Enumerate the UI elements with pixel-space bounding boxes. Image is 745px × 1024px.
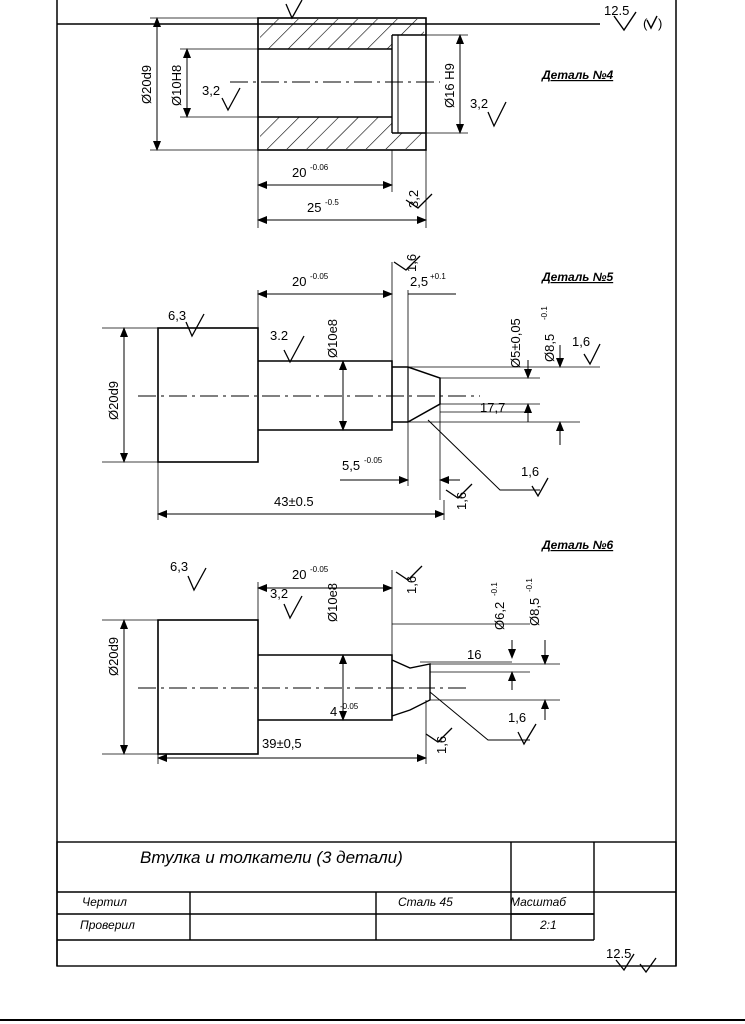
title-block-material: Сталь 45 bbox=[398, 895, 453, 909]
corner-roughness-label: 12.5 bbox=[604, 3, 629, 18]
part-5-len-step-tol: +0.1 bbox=[430, 272, 446, 281]
title-block-title: Втулка и толкатели (3 детали) bbox=[140, 848, 403, 867]
part-4-dia-counterbore: Ø16 H9 bbox=[442, 63, 457, 108]
title-block-drawn-label: Чертил bbox=[82, 895, 127, 909]
part-6-rough-top: 1,6 bbox=[404, 576, 419, 594]
part-5-dia-shank: Ø10e8 bbox=[325, 319, 340, 358]
part-5-len-small: 5,5 bbox=[342, 458, 360, 473]
title-block bbox=[56, 841, 677, 967]
svg-text:): ) bbox=[658, 16, 662, 31]
part-4-len-total: 25 bbox=[307, 200, 321, 215]
part-6-title: Деталь №6 bbox=[541, 538, 614, 552]
part-6-dia-tip-tol: -0.1 bbox=[490, 582, 499, 596]
part-5-rough-top: 1,6 bbox=[404, 254, 419, 272]
part-6-drawing: Деталь №6 Ø20d9 Ø10e8 6,3 3,2 20 -0.05 1 bbox=[102, 538, 614, 764]
part-6-angle: 16 bbox=[467, 647, 481, 662]
part-5-rough-right: 1,6 bbox=[572, 334, 590, 349]
part-4-len-bore: 20 bbox=[292, 165, 306, 180]
part-4-title: Деталь №4 bbox=[541, 68, 614, 82]
part-4-dia-outer: Ø20d9 bbox=[139, 65, 154, 104]
part-5-rough-head: 6,3 bbox=[168, 308, 186, 323]
title-block-checked-label: Проверил bbox=[80, 918, 135, 932]
part-4-dia-bore: Ø10H8 bbox=[169, 65, 184, 106]
part-4-rough-right: 3,2 bbox=[470, 96, 488, 111]
part-5-drawing: Деталь №5 Ø20d9 Ø10e8 6,3 3.2 20 -0.05 bbox=[102, 254, 614, 520]
part-6-dia-cone: Ø8,5 bbox=[527, 598, 542, 626]
title-block-scale-value: 2:1 bbox=[539, 918, 557, 932]
part-5-rough-shank: 3.2 bbox=[270, 328, 288, 343]
corner-roughness-symbol: 12.5 ( ) bbox=[604, 3, 662, 32]
part-6-rough-bottom: 1,6 bbox=[434, 736, 449, 754]
part-4-rough-face: 3,2 bbox=[406, 190, 421, 208]
part-5-rough-cone: 1,6 bbox=[521, 464, 539, 479]
part-6-rough-cone: 1,6 bbox=[508, 710, 526, 725]
part-5-len-small-tol: -0.05 bbox=[364, 456, 383, 465]
part-5-rough-bottom: 1,6 bbox=[454, 492, 469, 510]
svg-text:(: ( bbox=[643, 16, 648, 31]
part-6-len-small: 4 bbox=[330, 704, 337, 719]
part-4-drawing: Деталь №4 Ø20d9 Ø10H8 3,2 Ø16 bbox=[139, 0, 614, 228]
bottom-roughness-symbol: 12.5 bbox=[606, 946, 657, 974]
part-6-len-small-tol: -0.05 bbox=[340, 702, 359, 711]
part-6-len-shank: 20 bbox=[292, 567, 306, 582]
part-5-len-shank: 20 bbox=[292, 274, 306, 289]
part-6-len-total: 39±0,5 bbox=[262, 736, 302, 751]
part-6-dia-cone-tol: -0.1 bbox=[525, 578, 534, 592]
part-5-len-step: 2,5 bbox=[410, 274, 428, 289]
part-5-len-shank-tol: -0.05 bbox=[310, 272, 329, 281]
part-6-len-shank-tol: -0.05 bbox=[310, 565, 329, 574]
part-5-dia-cone: Ø8,5 bbox=[542, 334, 557, 362]
part-5-title: Деталь №5 bbox=[541, 270, 614, 284]
bottom-roughness-label: 12.5 bbox=[606, 946, 631, 961]
part-4-len-total-tol: -0.5 bbox=[325, 198, 339, 207]
part-4-rough-bore: 3,2 bbox=[202, 83, 220, 98]
part-6-dia-shank: Ø10e8 bbox=[325, 583, 340, 622]
part-6-dia-body: Ø20d9 bbox=[106, 637, 121, 676]
title-block-scale-label: Масштаб bbox=[510, 895, 567, 909]
part-5-dia-cone-tol: -0.1 bbox=[540, 306, 549, 320]
part-4-len-bore-tol: -0.06 bbox=[310, 163, 329, 172]
part-5-dia-body: Ø20d9 bbox=[106, 381, 121, 420]
part-5-len-total: 43±0.5 bbox=[274, 494, 314, 509]
part-6-rough-head: 6,3 bbox=[170, 559, 188, 574]
part-5-angle: 17,7 bbox=[480, 400, 505, 415]
part-6-dia-tip: Ø6,2 bbox=[492, 602, 507, 630]
part-5-dia-tip: Ø5±0,05 bbox=[508, 318, 523, 368]
